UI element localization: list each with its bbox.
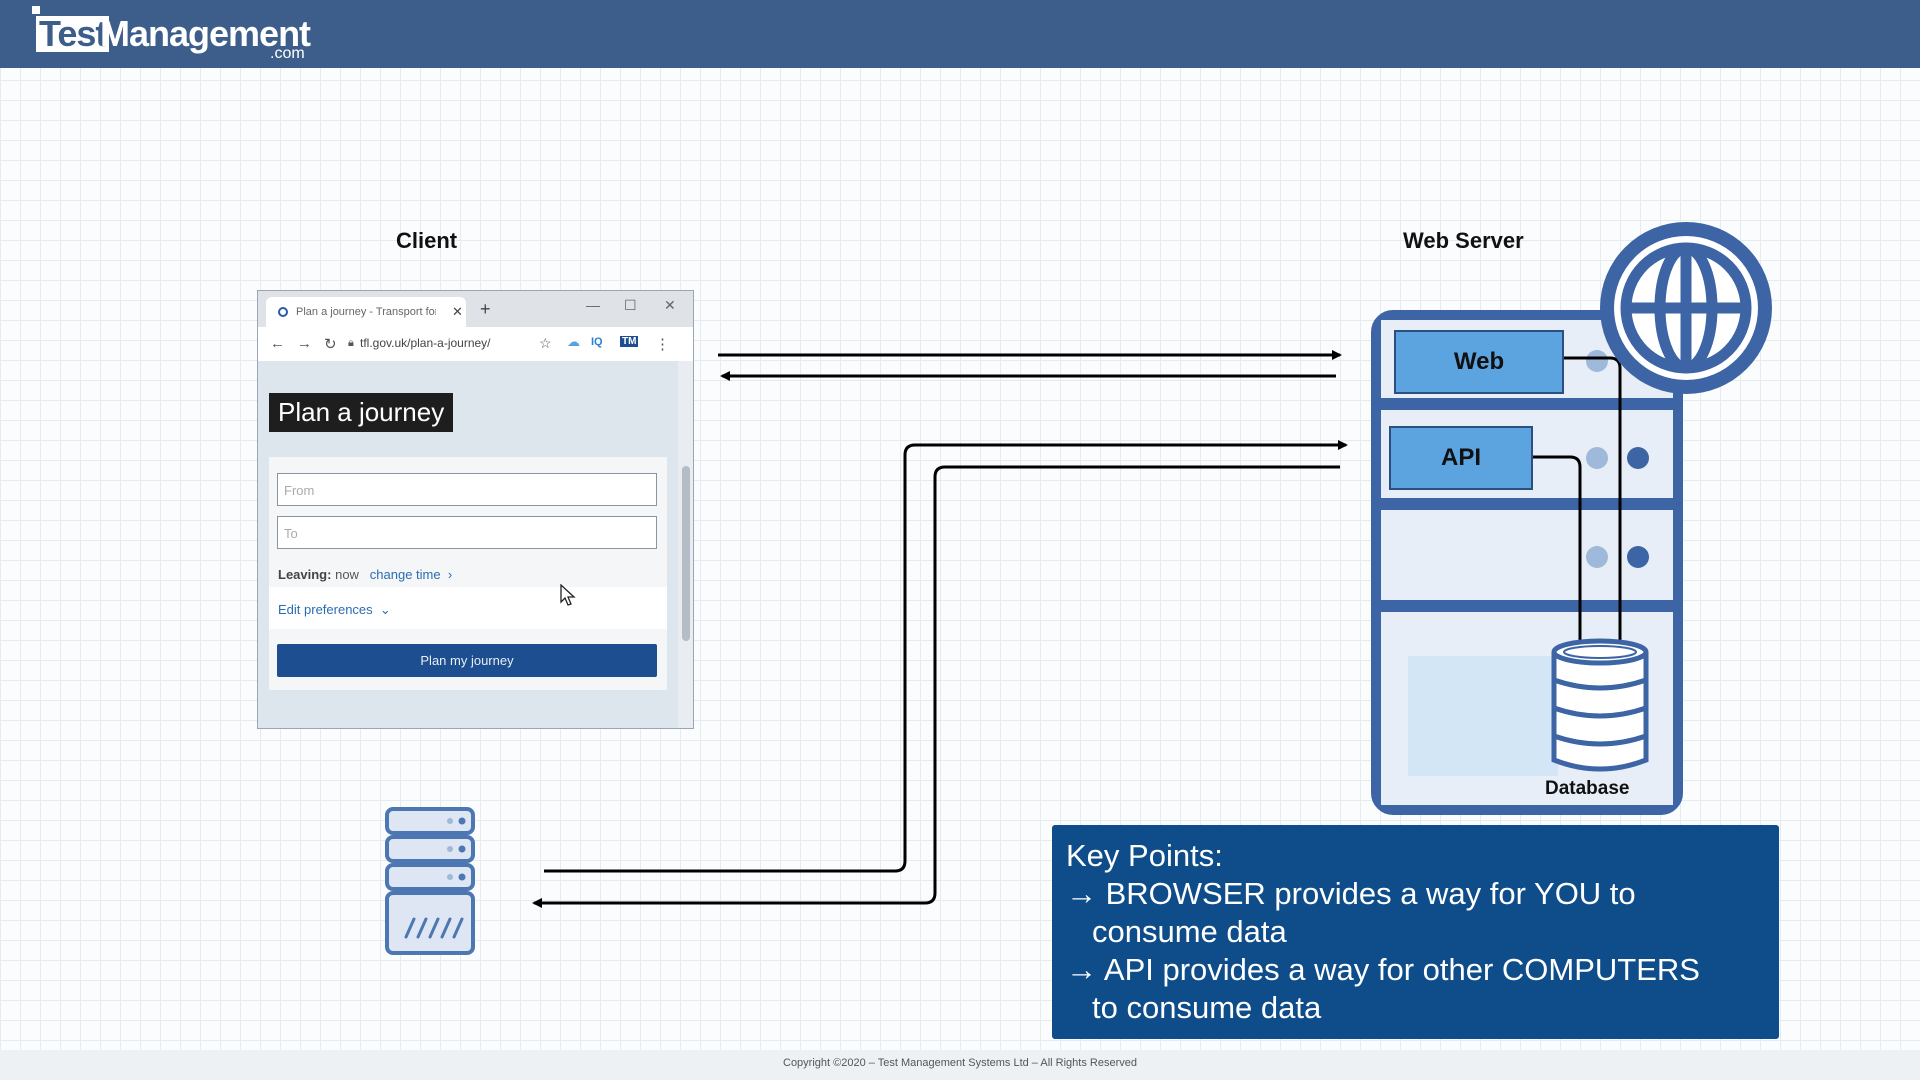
- database-icon: [1551, 638, 1649, 772]
- journey-form: From To Leaving: now change time › Edit …: [269, 457, 667, 690]
- minimize-icon[interactable]: —: [586, 297, 600, 313]
- server-divider: [1381, 600, 1673, 612]
- from-input[interactable]: From: [277, 473, 657, 506]
- browser-tab-bar: Plan a journey - Transport for Lo ✕ + — …: [258, 291, 693, 327]
- browser-tab-title: Plan a journey - Transport for Lo: [296, 306, 436, 318]
- api-request-arrow: [544, 440, 1348, 873]
- chevron-right-icon: ›: [444, 567, 453, 582]
- header-bar: Test Management .com: [0, 0, 1920, 68]
- lock-icon: 🔒︎: [348, 337, 354, 349]
- server-slot-empty: [1381, 510, 1673, 600]
- status-led: [1627, 447, 1649, 469]
- chevron-down-icon: ⌄: [376, 602, 391, 617]
- leaving-row: Leaving: now change time ›: [278, 567, 452, 582]
- change-time-link[interactable]: change time: [369, 567, 441, 582]
- new-tab-icon[interactable]: +: [480, 299, 491, 319]
- tfl-favicon-icon: [278, 307, 288, 317]
- database-panel: [1408, 656, 1558, 776]
- logo-mark-icon: [32, 6, 40, 14]
- mouse-cursor-icon: [560, 584, 576, 606]
- status-led: [1586, 546, 1608, 568]
- leaving-value: now: [335, 567, 359, 582]
- key-point-api-cont: to consume data: [1092, 990, 1322, 1025]
- leaving-label: Leaving:: [278, 567, 332, 582]
- status-led: [1586, 350, 1608, 372]
- browser-window: Plan a journey - Transport for Lo ✕ + — …: [257, 290, 694, 729]
- server-divider: [1381, 498, 1673, 510]
- forward-icon[interactable]: →: [297, 335, 312, 352]
- preferences-row: Edit preferences ⌄: [269, 587, 667, 629]
- client-label: Client: [396, 228, 458, 253]
- web-server-label: Web Server: [1403, 228, 1524, 253]
- cloud-icon[interactable]: ☁: [567, 334, 580, 349]
- back-icon[interactable]: ←: [270, 335, 285, 352]
- reload-icon[interactable]: ↻: [324, 336, 337, 353]
- key-point-api: → API provides a way for other COMPUTERS: [1066, 952, 1700, 987]
- logo-dotcom-text: .com: [270, 45, 305, 62]
- api-response-arrow: [532, 465, 1340, 908]
- edit-preferences-label: Edit preferences: [278, 602, 373, 617]
- edit-preferences-link[interactable]: Edit preferences ⌄: [278, 602, 391, 618]
- close-tab-icon[interactable]: ✕: [452, 304, 463, 319]
- close-window-icon[interactable]: ✕: [664, 297, 676, 313]
- computer-server-icon: [385, 807, 475, 955]
- status-led: [1627, 546, 1649, 568]
- key-points-heading: Key Points:: [1066, 838, 1223, 873]
- tm-extension-icon[interactable]: TM: [620, 336, 639, 347]
- logo-test-text: Test: [36, 16, 110, 52]
- logo-management-text: Management: [100, 13, 311, 54]
- web-node: Web: [1394, 330, 1564, 394]
- scrollbar-thumb[interactable]: [682, 466, 690, 641]
- api-node: API: [1389, 426, 1533, 490]
- plan-journey-title: Plan a journey: [269, 393, 454, 432]
- server-divider: [1381, 398, 1673, 410]
- maximize-icon[interactable]: ☐: [624, 297, 637, 313]
- status-led: [1586, 447, 1608, 469]
- menu-icon[interactable]: ⋮: [655, 336, 670, 353]
- browser-tab[interactable]: Plan a journey - Transport for Lo ✕: [266, 297, 466, 327]
- extension-icon[interactable]: IQ: [591, 336, 603, 348]
- globe-icon: [1600, 222, 1772, 394]
- star-icon[interactable]: ☆: [539, 335, 552, 351]
- key-point-browser: → BROWSER provides a way for YOU to: [1066, 876, 1636, 911]
- copyright-footer: Copyright ©2020 – Test Management System…: [0, 1050, 1920, 1080]
- key-point-browser-cont: consume data: [1092, 914, 1287, 949]
- database-label: Database: [1545, 778, 1630, 799]
- key-points-box: Key Points: → BROWSER provides a way for…: [1052, 825, 1779, 1039]
- url-field[interactable]: tfl.gov.uk/plan-a-journey/: [360, 336, 491, 350]
- to-input[interactable]: To: [277, 516, 657, 549]
- plan-my-journey-button[interactable]: Plan my journey: [277, 644, 657, 677]
